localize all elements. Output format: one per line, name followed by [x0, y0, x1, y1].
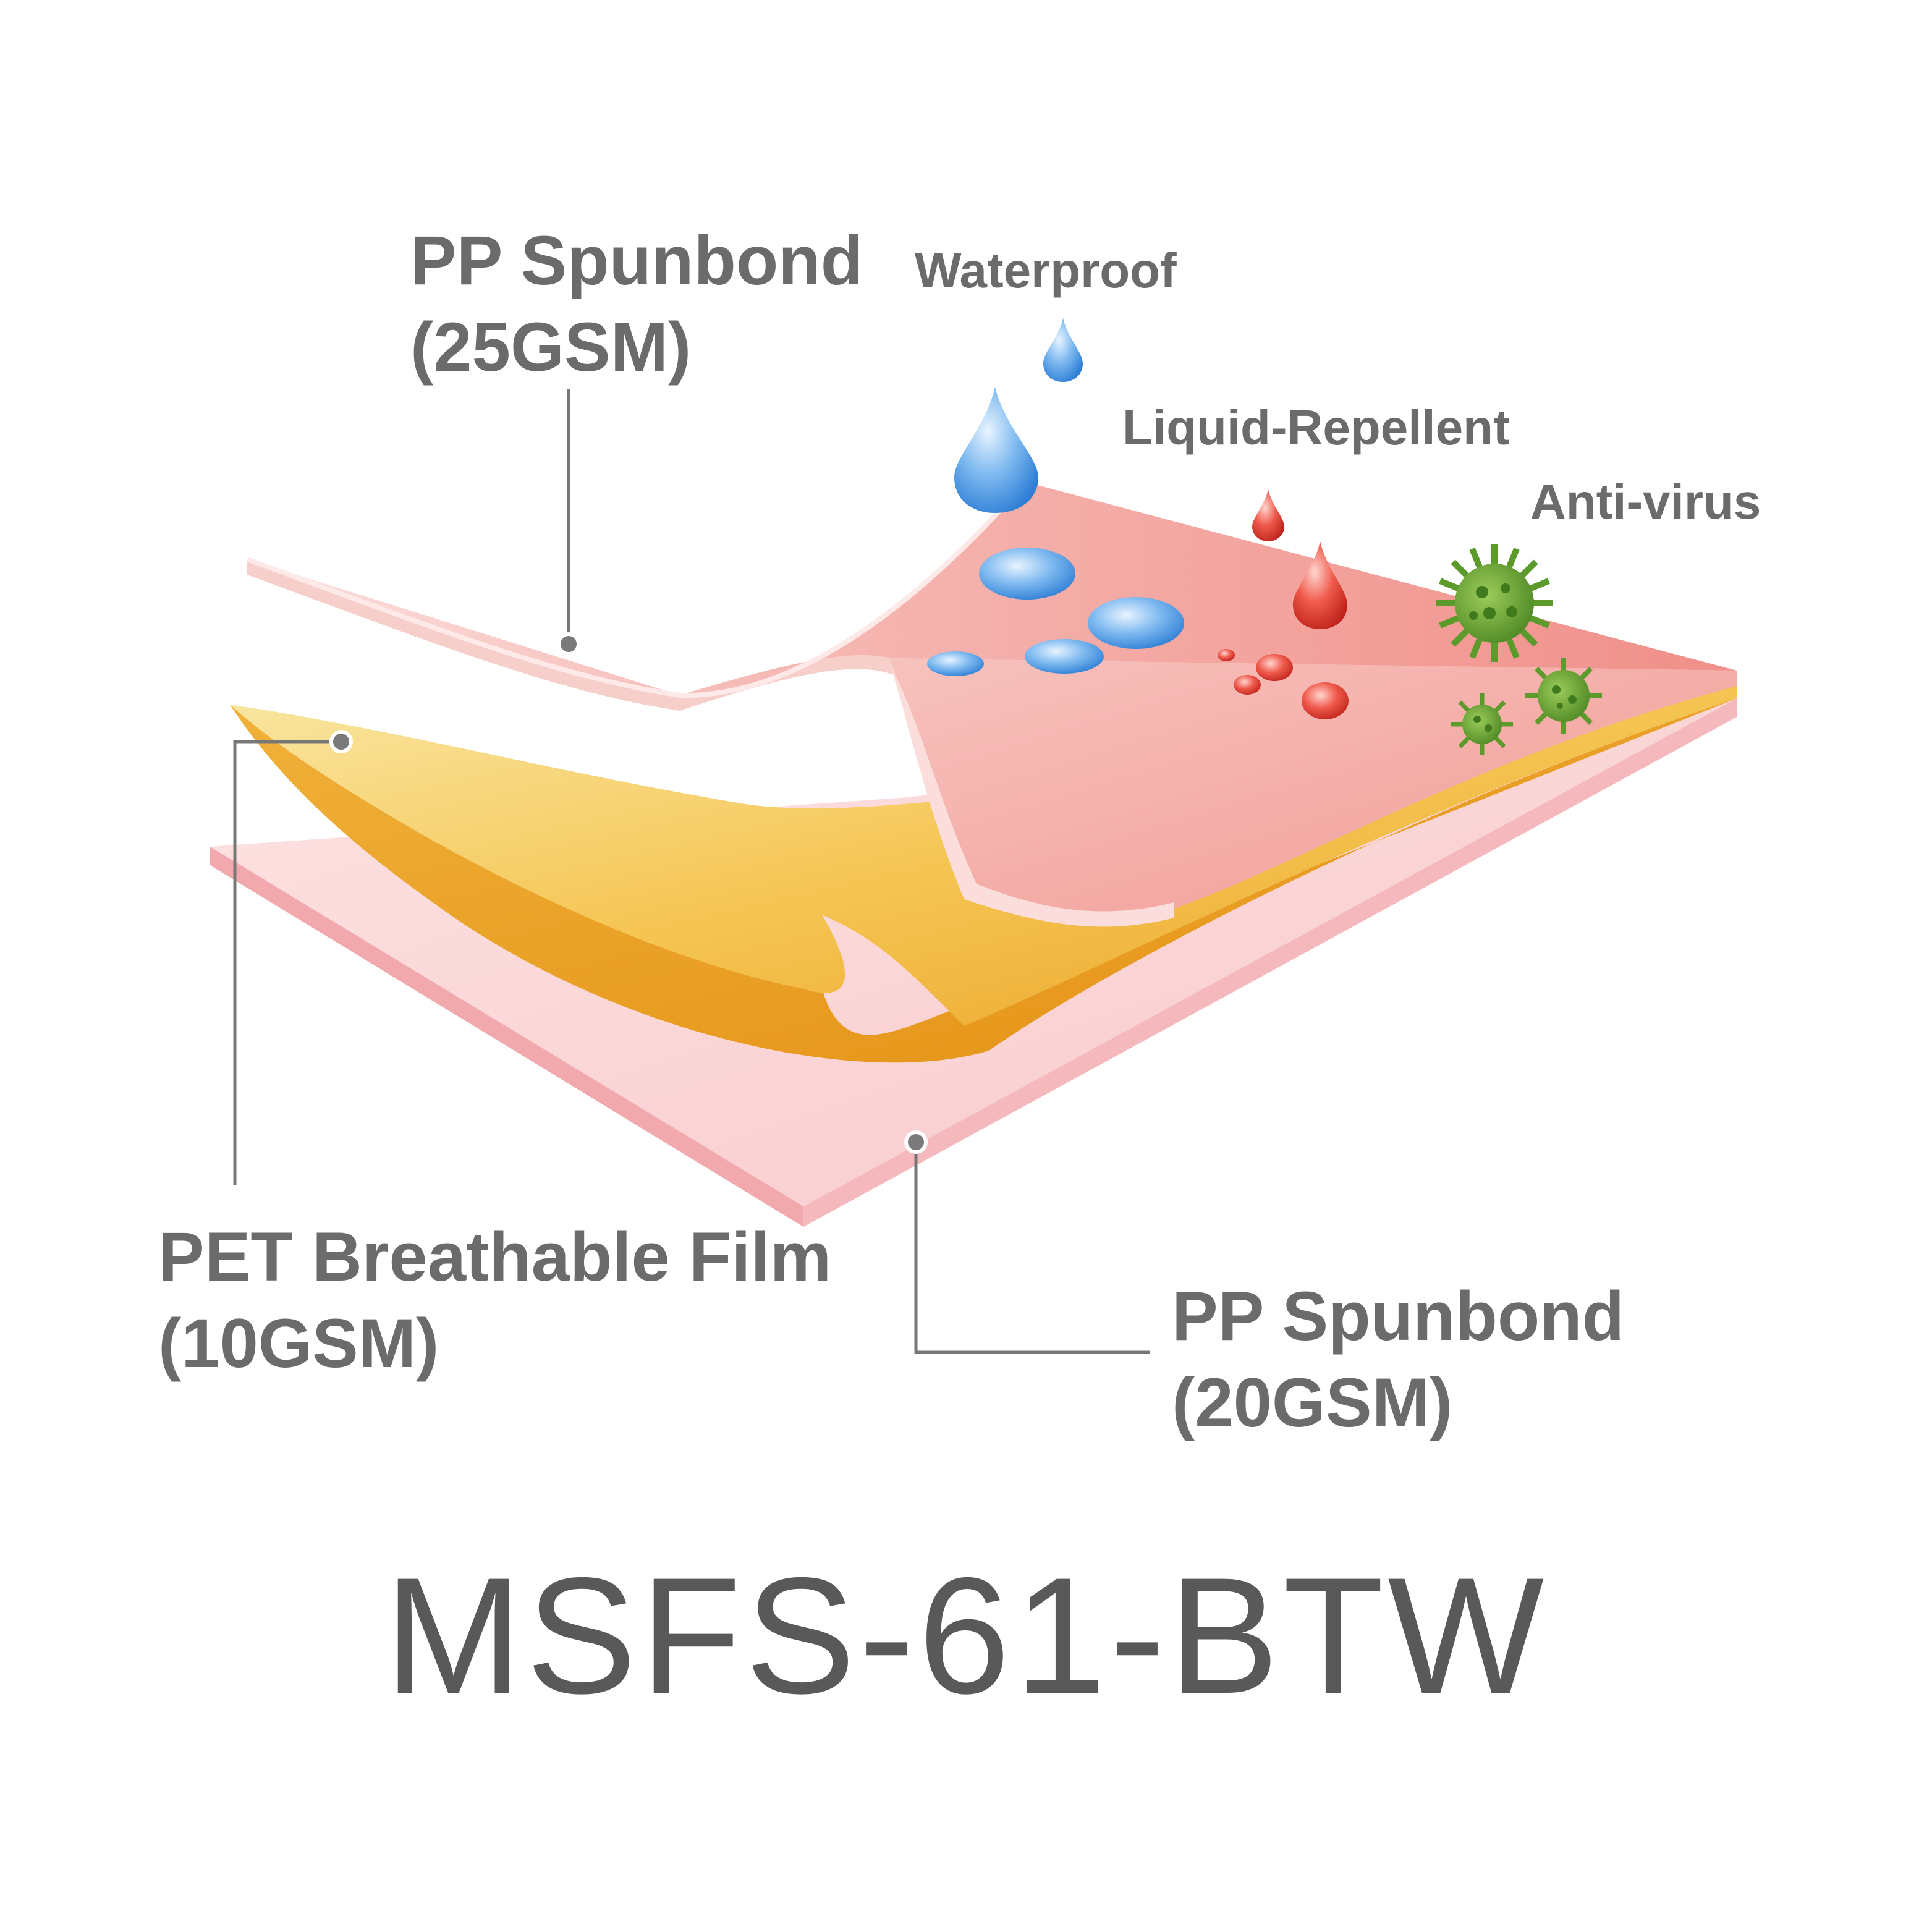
- virus-icon: [1451, 693, 1513, 755]
- viruses: [1436, 544, 1602, 755]
- feature-waterproof: Waterproof: [915, 243, 1177, 298]
- water-drop-icon: [954, 387, 1038, 513]
- virus-icon: [1525, 658, 1602, 734]
- bottom-layer-name: PP Spunbond: [1172, 1277, 1625, 1355]
- red-drop-icon: [1234, 675, 1261, 695]
- top-layer-name: PP Spunbond: [410, 222, 863, 299]
- film-layer-weight: (10GSM): [158, 1305, 439, 1382]
- film-layer-name: PET Breathable Film: [158, 1218, 832, 1295]
- feature-anti-virus: Anti-virus: [1530, 474, 1761, 529]
- red-drop-icon: [1256, 654, 1293, 681]
- red-drop-icon: [1302, 682, 1349, 719]
- model-code: MSFS-61-BTW: [384, 1543, 1548, 1728]
- virus-icon: [1436, 544, 1553, 662]
- water-drop-icon: [1025, 639, 1104, 674]
- red-drop-icon: [1218, 649, 1235, 661]
- red-drops: [1218, 489, 1349, 719]
- red-drop-icon: [1252, 489, 1284, 541]
- bottom-layer-weight: (20GSM): [1172, 1364, 1453, 1441]
- water-drop-icon: [1088, 597, 1184, 649]
- film-layer-label: PET Breathable Film (10GSM): [158, 1214, 831, 1387]
- feature-liquid-repellent: Liquid-Repellent: [1122, 400, 1510, 455]
- water-drops: [927, 318, 1184, 676]
- water-drop-icon: [927, 651, 984, 676]
- water-drop-icon: [979, 548, 1075, 600]
- top-layer-label: PP Spunbond (25GSM): [410, 218, 863, 391]
- bottom-layer-label: PP Spunbond (20GSM): [1172, 1273, 1624, 1446]
- leader-dots: [329, 632, 928, 1154]
- leader-lines: [233, 389, 1150, 1354]
- water-drop-icon: [1043, 318, 1083, 382]
- top-layer-weight: (25GSM): [410, 308, 692, 386]
- red-drop-icon: [1293, 541, 1347, 629]
